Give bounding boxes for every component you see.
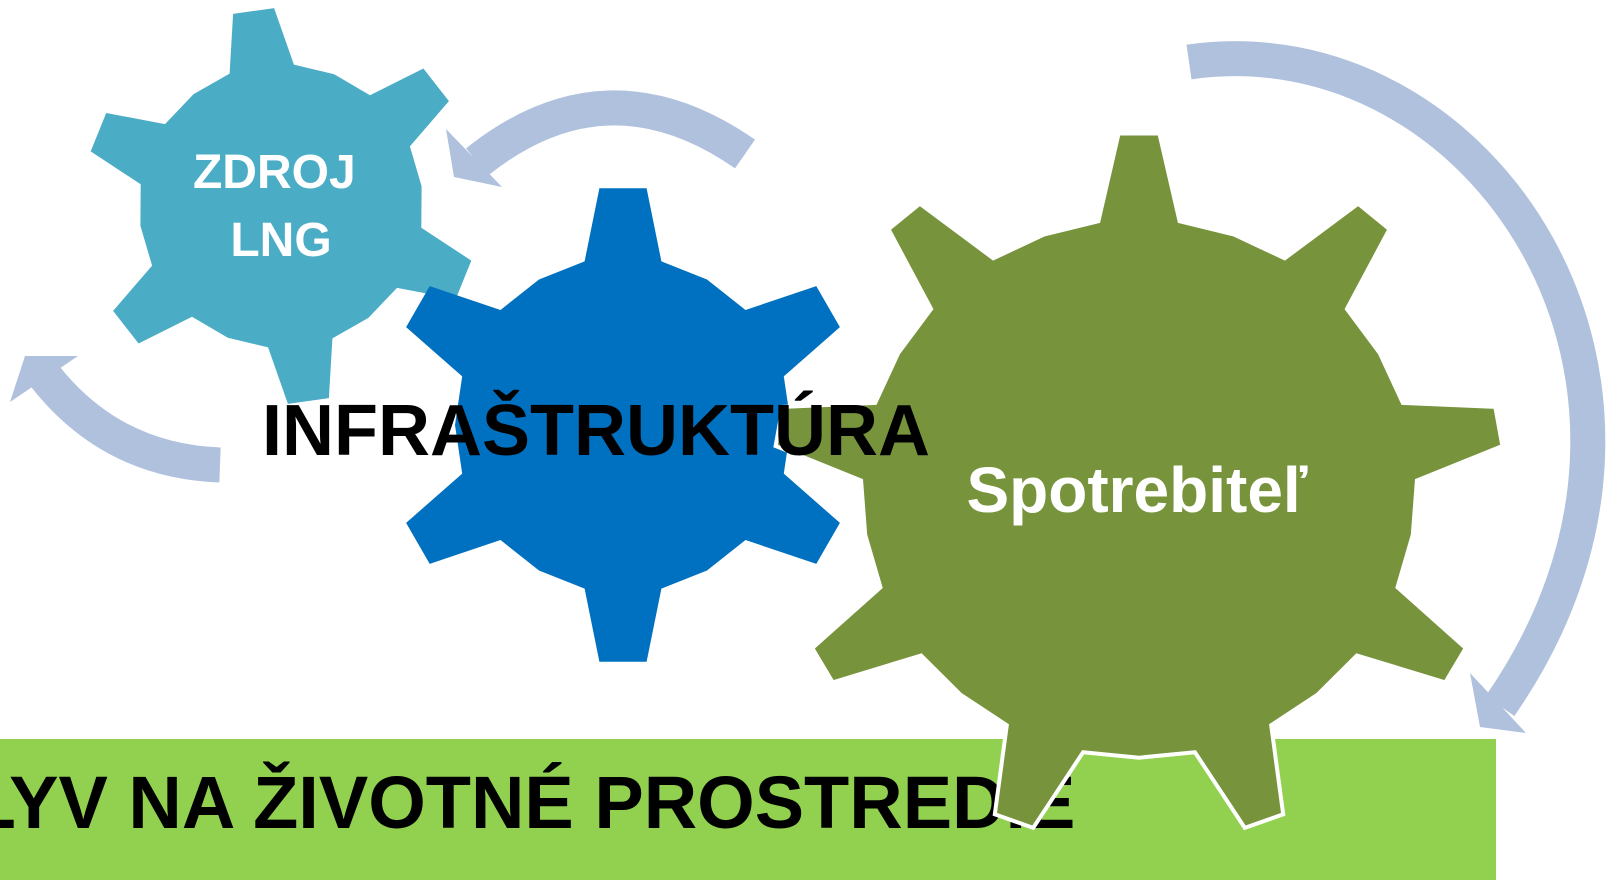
gear-consumer-label: Spotrebiteľ xyxy=(966,454,1307,526)
gear-consumer-shape xyxy=(773,131,1505,831)
gear-source-shape xyxy=(90,8,472,404)
arrow-consumer-loop xyxy=(1186,41,1606,733)
environment-banner-label: VPLYV NA ŽIVOTNÉ PROSTREDIE xyxy=(0,761,1075,844)
gear-source-label: ZDROJ LNG xyxy=(193,146,369,267)
gear-infrastructure-label: INFRAŠTRUKTÚRA xyxy=(262,390,930,471)
cycle-arrows xyxy=(10,41,1606,733)
arrow-consumer-loop-head xyxy=(1470,673,1526,733)
arrow-infrastructure-to-source xyxy=(446,90,755,187)
gear-source: ZDROJ LNG xyxy=(90,8,472,404)
arrow-source-outward-shaft xyxy=(30,364,221,483)
arrow-infrastructure-to-source-shaft xyxy=(466,90,755,176)
gear-consumer: Spotrebiteľ xyxy=(773,131,1505,831)
arrow-infrastructure-to-source-head xyxy=(446,129,502,187)
arrow-source-outward xyxy=(10,356,221,483)
gear-infrastructure-shape xyxy=(406,188,840,662)
arrow-source-outward-head xyxy=(10,356,78,402)
arrow-consumer-loop-shaft xyxy=(1186,41,1606,716)
gear-source-label-line2: LNG xyxy=(230,214,331,267)
gear-source-label-line1: ZDROJ xyxy=(193,146,356,199)
gear-infrastructure xyxy=(406,188,840,662)
